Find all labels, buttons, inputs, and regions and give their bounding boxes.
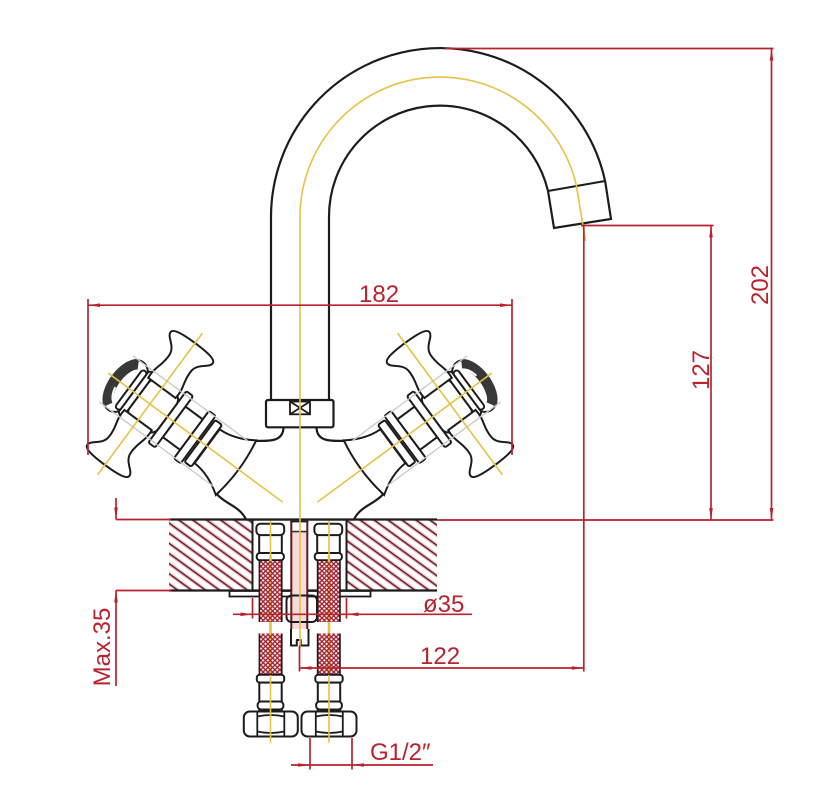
svg-text:ø35: ø35 (423, 591, 464, 618)
svg-text:G1/2″: G1/2″ (370, 739, 431, 766)
svg-text:182: 182 (359, 281, 399, 308)
svg-text:Max.35: Max.35 (89, 608, 116, 687)
svg-text:122: 122 (420, 643, 460, 670)
svg-text:202: 202 (747, 265, 774, 305)
svg-text:127: 127 (688, 350, 715, 390)
